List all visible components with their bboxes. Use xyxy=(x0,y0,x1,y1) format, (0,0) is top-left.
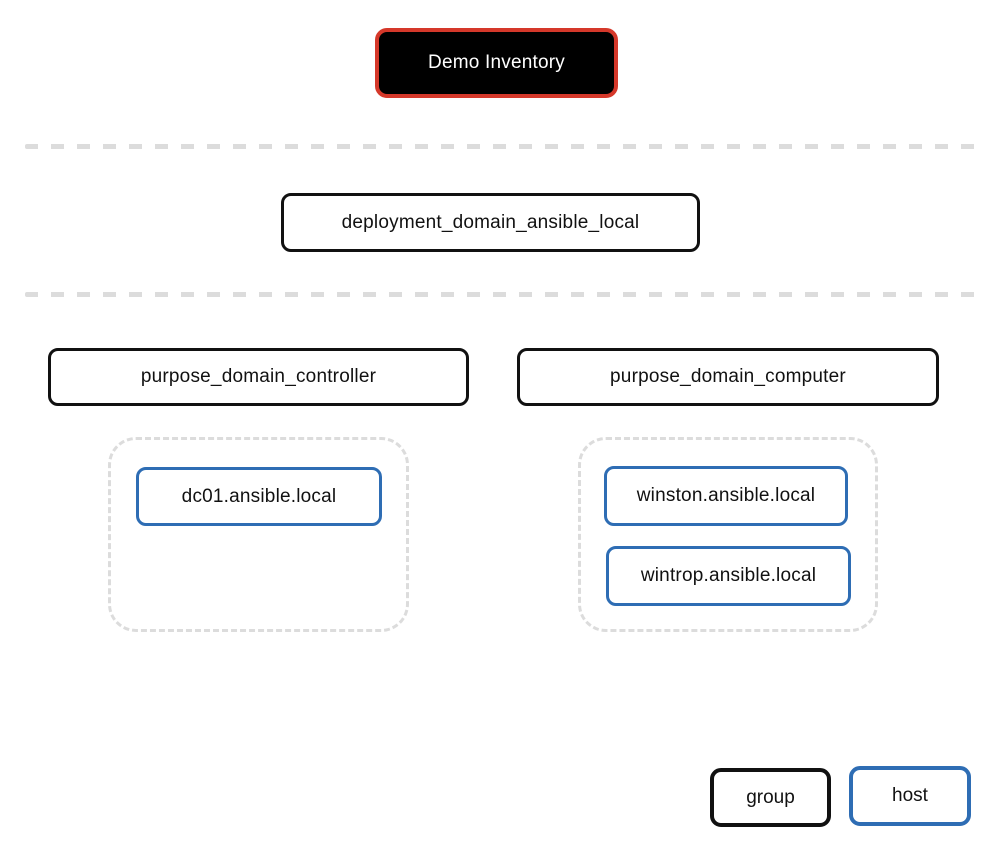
computer-hosts-container xyxy=(578,437,878,632)
controller-hosts-container xyxy=(108,437,409,632)
node-host-dc01: dc01.ansible.local xyxy=(136,467,382,526)
node-purpose-domain-computer-group: purpose_domain_computer xyxy=(517,348,939,406)
node-demo-inventory: Demo Inventory xyxy=(375,28,618,98)
node-purpose-domain-controller-group: purpose_domain_controller xyxy=(48,348,469,406)
level-separator-1 xyxy=(25,144,979,149)
node-host-winston: winston.ansible.local xyxy=(604,466,848,526)
level-separator-2 xyxy=(25,292,979,297)
legend-group-key: group xyxy=(710,768,831,827)
node-host-wintrop: wintrop.ansible.local xyxy=(606,546,851,606)
node-deployment-domain-group: deployment_domain_ansible_local xyxy=(281,193,700,252)
legend-host-key: host xyxy=(849,766,971,826)
